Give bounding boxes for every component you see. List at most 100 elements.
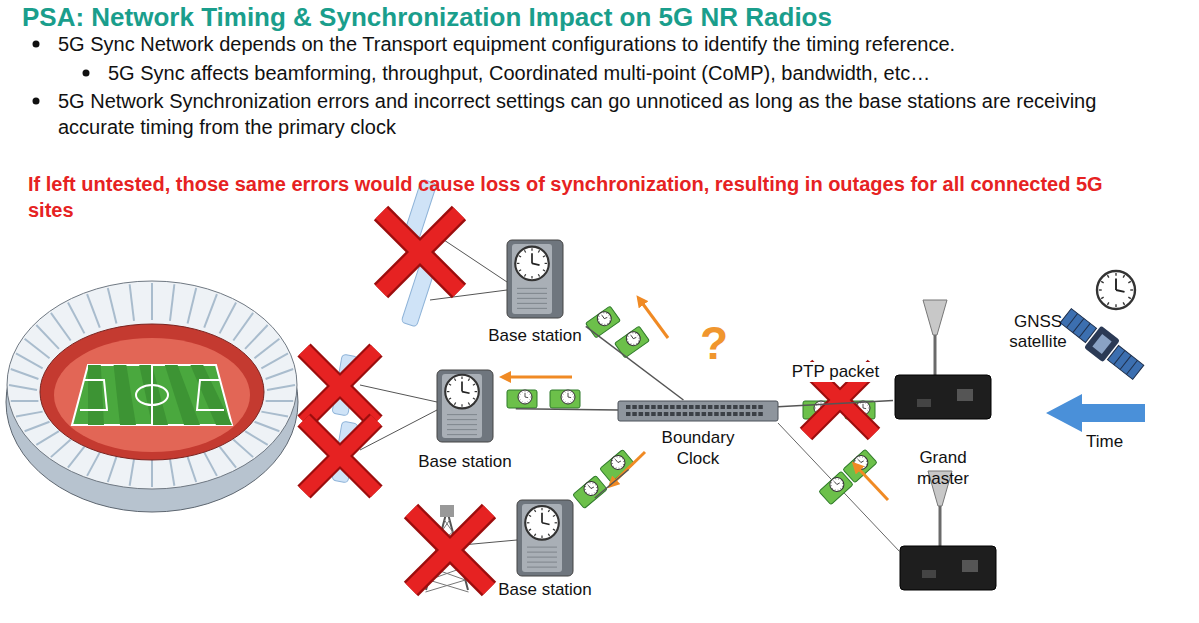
drawing-part — [861, 460, 864, 463]
drawing-part — [570, 391, 572, 393]
drawing-part — [114, 365, 136, 425]
drawing-part — [609, 321, 611, 322]
drawing-part — [624, 329, 643, 348]
drawing-part — [527, 522, 530, 523]
drawing-part — [517, 500, 573, 576]
failure-cross — [381, 213, 459, 291]
drawing-part — [524, 250, 525, 252]
drawing-part — [461, 404, 462, 407]
clock-icon — [515, 247, 549, 281]
drawing-part — [519, 399, 521, 401]
drawing-part — [1067, 314, 1078, 328]
drawing-part — [854, 460, 856, 461]
drawing-part — [543, 270, 545, 271]
antenna-wire — [430, 290, 507, 300]
boundary-clock: Boundary Clock — [618, 400, 778, 469]
drawing-part — [1097, 271, 1135, 309]
drawing-part — [589, 482, 591, 483]
drawing-part — [449, 398, 451, 399]
node-label: Base station — [488, 326, 582, 347]
drawing-part — [721, 405, 726, 409]
drawing-part — [261, 353, 288, 368]
drawing-part — [304, 350, 376, 422]
drawing-part — [550, 390, 580, 408]
drawing-part — [746, 412, 751, 416]
drawing-part — [645, 412, 650, 416]
drawing-part — [411, 511, 489, 589]
drawing-part — [651, 405, 656, 409]
drawing-part — [1115, 304, 1116, 307]
drawing-part — [517, 293, 547, 294]
drawing-part — [630, 343, 631, 345]
drawing-part — [530, 397, 531, 398]
drawing-part — [561, 390, 575, 404]
drawing-part — [664, 412, 669, 416]
drawing-part — [856, 457, 858, 459]
drawing-part — [437, 370, 493, 442]
ptp-packet — [615, 326, 650, 358]
drawing-part — [840, 488, 842, 490]
drawing-part — [468, 403, 469, 405]
drawing-part — [538, 274, 539, 276]
drawing-part — [532, 263, 540, 265]
drawing-part — [11, 400, 39, 402]
drawing-part — [16, 353, 43, 368]
direction-arrow — [640, 300, 668, 338]
drawing-part — [962, 560, 978, 572]
drawing-part — [548, 534, 549, 536]
drawing-part — [220, 447, 236, 468]
drawing-part — [645, 405, 650, 409]
drawing-part — [304, 350, 376, 422]
drawing-part — [922, 570, 936, 578]
drawing-part — [842, 482, 843, 484]
drawing-part — [895, 375, 991, 419]
drawing-part — [1099, 289, 1102, 290]
drawing-part — [517, 288, 547, 289]
drawing-part — [541, 508, 542, 511]
drawing-part — [917, 399, 931, 407]
drawing-part — [934, 333, 937, 375]
drawing-part — [304, 420, 376, 492]
base-station: Base station — [484, 238, 586, 347]
ptp-packet — [819, 471, 853, 504]
drawing-part — [835, 489, 836, 491]
drawing-part — [752, 405, 757, 409]
failure-cross — [304, 420, 376, 492]
drawing-part — [1079, 323, 1090, 337]
drawing-part — [602, 315, 604, 318]
title: PSA: Network Timing & Synchronization Im… — [22, 2, 832, 33]
drawing-part — [626, 412, 631, 416]
drawing-part — [840, 480, 842, 482]
drawing-part — [525, 391, 526, 392]
drawing-part — [139, 365, 168, 425]
drawing-part — [695, 412, 700, 416]
drawing-part — [676, 405, 681, 409]
drawing-part — [618, 401, 778, 421]
drawing-part — [151, 460, 153, 487]
drawing-part — [867, 404, 869, 406]
drawing-part — [80, 380, 107, 410]
drawing-part — [758, 412, 763, 416]
drawing-part — [595, 490, 597, 491]
drawing-part — [108, 288, 117, 323]
drawing-part — [586, 483, 588, 485]
drawing-part — [622, 458, 624, 460]
drawing-part — [739, 412, 744, 416]
drawing-part — [525, 506, 559, 540]
drawing-part — [733, 405, 738, 409]
drawing-part — [68, 302, 84, 333]
drawing-part — [555, 522, 558, 523]
drawing-part — [708, 405, 713, 409]
drawing-part — [531, 248, 532, 251]
drawing-part — [610, 317, 611, 319]
drawing-part — [304, 420, 376, 492]
drawing-part — [261, 412, 288, 417]
drawing-part — [534, 510, 535, 512]
drawing-part — [1101, 281, 1103, 282]
drawing-part — [304, 350, 376, 422]
drawing-part — [629, 333, 631, 335]
drawing-part — [586, 306, 621, 338]
drawing-part — [527, 562, 557, 563]
drawing-part — [190, 365, 232, 425]
